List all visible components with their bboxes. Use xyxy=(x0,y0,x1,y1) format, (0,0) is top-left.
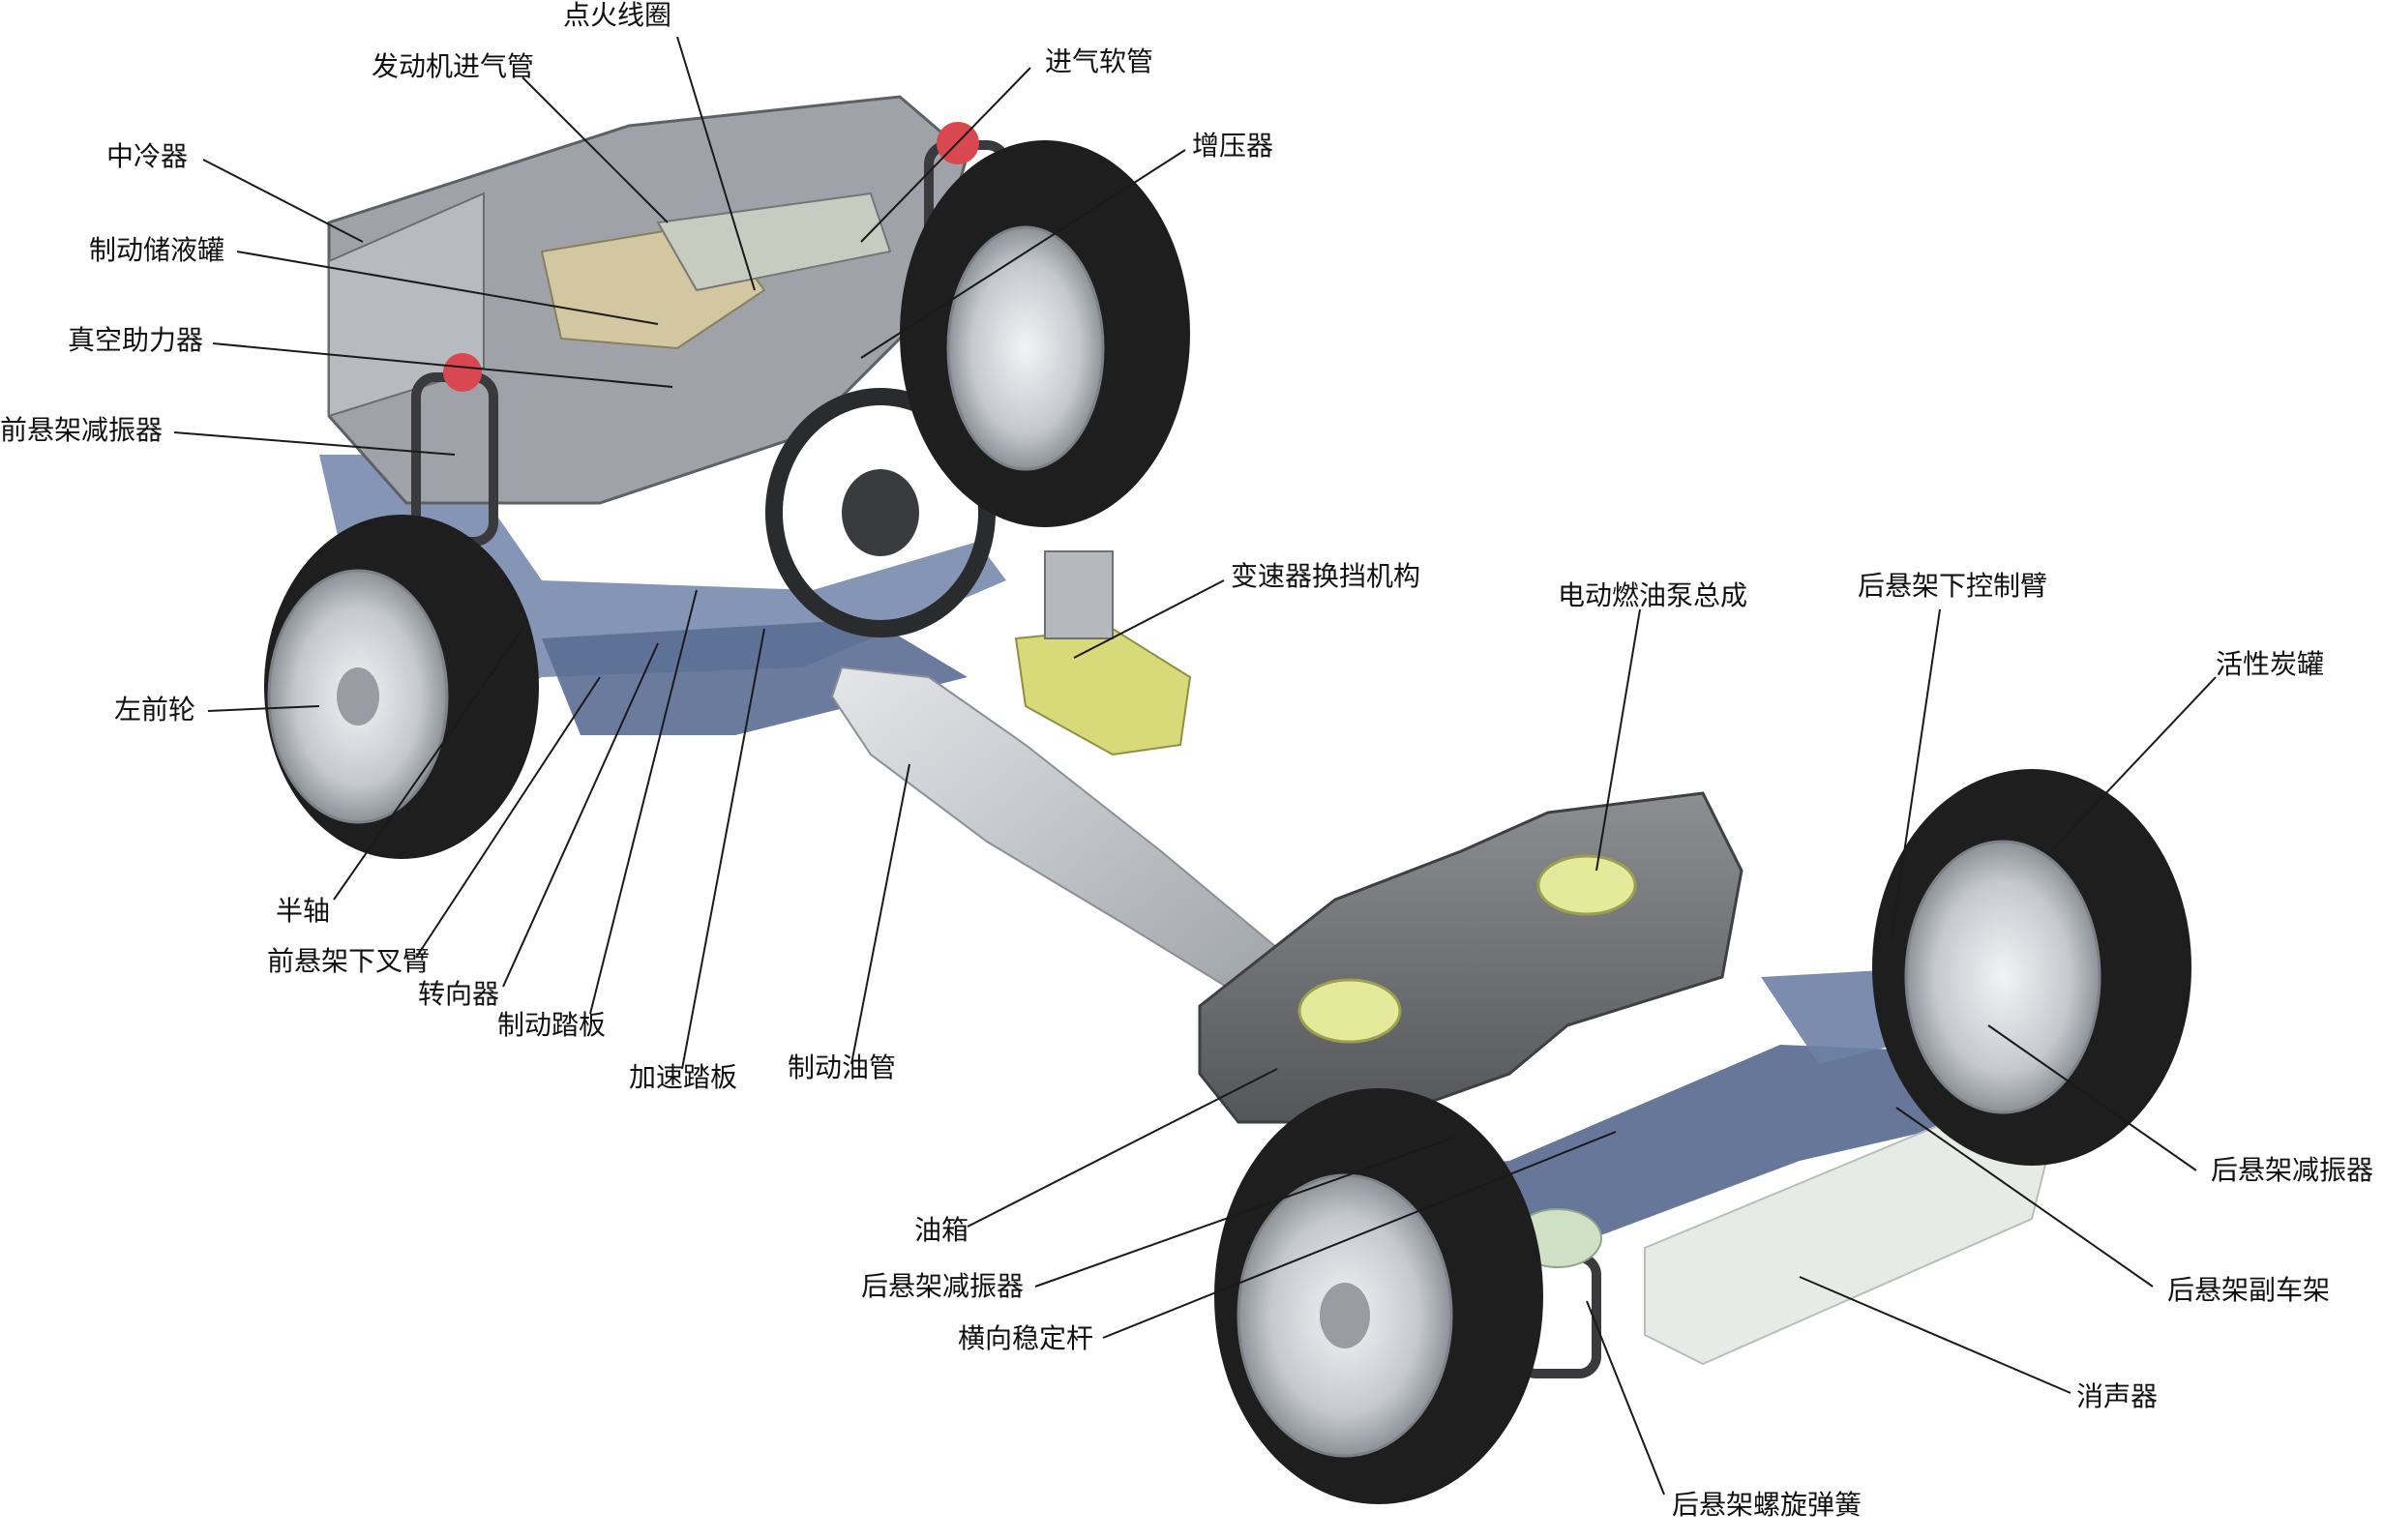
front-left-wheel-shape xyxy=(264,515,539,859)
leader-left-front-wheel xyxy=(207,705,320,712)
label-rear-subframe: 后悬架副车架 xyxy=(2167,1274,2331,1306)
label-left-front-wheel: 左前轮 xyxy=(114,694,196,726)
label-brake-line: 制动油管 xyxy=(788,1051,897,1083)
leader-accelerator-pedal xyxy=(681,628,765,1070)
leader-brake-pedal xyxy=(589,589,698,1015)
engine-block-shape xyxy=(327,95,969,505)
label-rear-shock-right: 后悬架减振器 xyxy=(2211,1154,2374,1186)
leader-intercooler xyxy=(202,159,364,243)
label-rear-coil-spring: 后悬架螺旋弹簧 xyxy=(1672,1489,1862,1521)
leader-rear-coil-spring xyxy=(1586,1300,1665,1496)
gear-shifter-shape xyxy=(1014,550,1192,756)
rear-left-wheel-shape xyxy=(1214,1088,1543,1504)
label-vacuum-booster: 真空助力器 xyxy=(68,324,204,356)
label-brake-pedal: 制动踏板 xyxy=(497,1009,607,1041)
label-rear-lower-arm: 后悬架下控制臂 xyxy=(1858,570,2048,602)
label-fuel-pump: 电动燃油泵总成 xyxy=(1558,579,1748,611)
rear-right-wheel-shape xyxy=(1872,769,2191,1166)
label-intercooler: 中冷器 xyxy=(106,140,189,172)
label-canister: 活性炭罐 xyxy=(2216,648,2325,680)
label-half-shaft: 半轴 xyxy=(276,895,331,927)
label-front-shock: 前悬架减振器 xyxy=(0,414,164,446)
label-turbocharger: 增压器 xyxy=(1192,130,1274,162)
leader-gear-shifter xyxy=(1073,579,1225,659)
leader-rear-shock-right xyxy=(1987,1024,2197,1171)
label-accelerator-pedal: 加速踏板 xyxy=(629,1061,738,1093)
leader-intake-hose xyxy=(860,67,1031,243)
leader-vacuum-booster xyxy=(212,342,673,388)
label-rear-shock-left: 后悬架减振器 xyxy=(861,1270,1025,1302)
label-intake-hose: 进气软管 xyxy=(1045,45,1154,77)
label-muffler: 消声器 xyxy=(2076,1380,2159,1412)
leader-engine-intake-pipe xyxy=(522,76,669,223)
leader-fuel-tank xyxy=(967,1068,1278,1228)
label-ignition-coil: 点火线圈 xyxy=(563,0,672,31)
label-steering-gear: 转向器 xyxy=(418,978,500,1010)
leader-front-shock xyxy=(173,431,456,456)
label-fuel-tank: 油箱 xyxy=(914,1214,969,1246)
steering-wheel-shape xyxy=(765,388,996,637)
leader-fuel-pump xyxy=(1595,608,1641,872)
leader-turbocharger xyxy=(860,149,1186,359)
leader-rear-lower-arm xyxy=(1891,608,1941,939)
label-stabilizer-bar: 横向稳定杆 xyxy=(958,1322,1094,1354)
label-engine-intake-pipe: 发动机进气管 xyxy=(372,50,535,82)
leader-steering-gear xyxy=(502,642,659,988)
leader-canister xyxy=(2050,676,2217,852)
leader-stabilizer-bar xyxy=(1102,1131,1617,1339)
leader-ignition-coil xyxy=(676,36,756,291)
leader-lines xyxy=(173,36,2217,1496)
front-right-wheel-shape xyxy=(900,140,1190,527)
leader-brake-line xyxy=(850,763,910,1065)
leader-brake-reservoir xyxy=(236,251,659,325)
leader-rear-subframe xyxy=(1895,1107,2154,1288)
leader-rear-shock-left xyxy=(1034,1136,1457,1288)
label-brake-reservoir: 制动储液罐 xyxy=(89,234,225,266)
leader-front-lower-arm xyxy=(415,676,601,959)
label-gear-shifter: 变速器换挡机构 xyxy=(1231,560,1421,592)
label-front-lower-arm: 前悬架下叉臂 xyxy=(267,945,431,977)
fuel-tank-shape xyxy=(1198,791,1743,1124)
leader-half-shaft xyxy=(333,628,523,901)
leader-muffler xyxy=(1799,1276,2071,1394)
